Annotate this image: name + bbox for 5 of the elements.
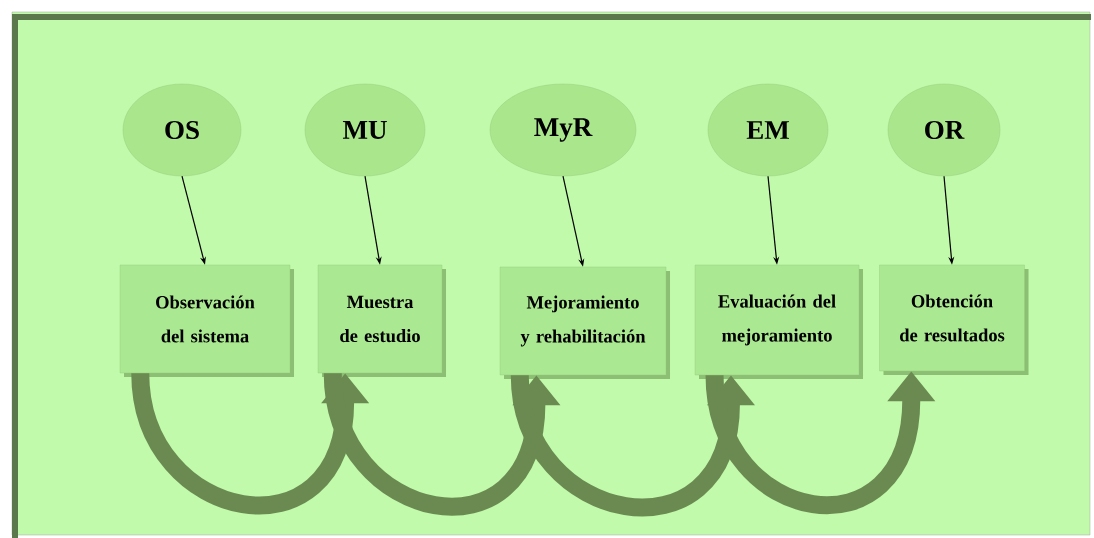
- process-box: Mejoramiento y rehabilitación: [499, 266, 667, 376]
- process-box: Muestra de estudio: [317, 264, 443, 374]
- process-box: Obtención de resultados: [879, 264, 1025, 372]
- process-box: Observación del sistema: [119, 264, 291, 374]
- process-box: Evaluación del mejoramiento: [694, 264, 860, 376]
